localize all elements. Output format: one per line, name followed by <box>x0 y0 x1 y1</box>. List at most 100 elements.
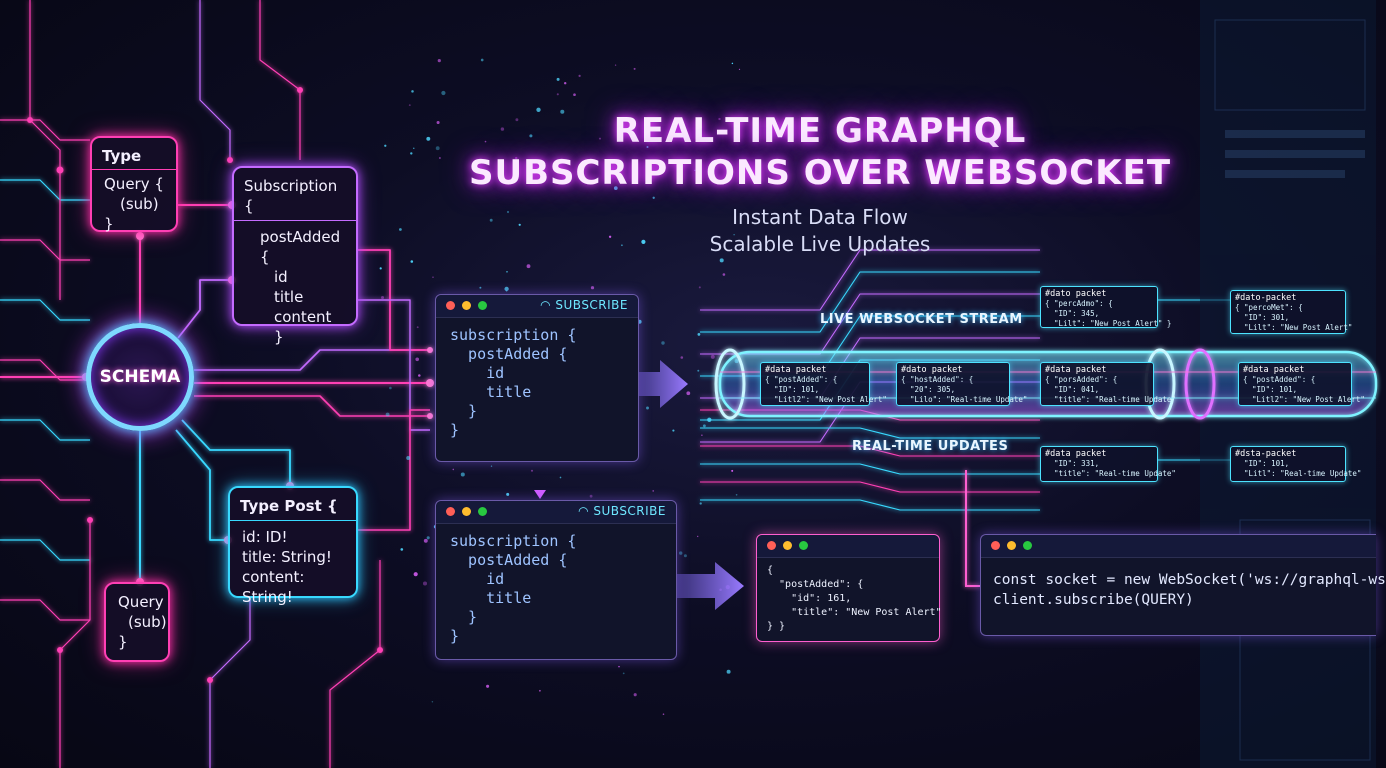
particle <box>633 67 636 70</box>
circuit-node <box>27 117 33 123</box>
query-line: Query <box>118 593 164 611</box>
particle <box>731 469 734 472</box>
particle <box>697 369 700 372</box>
particle <box>410 260 414 263</box>
close-dot-icon[interactable] <box>446 507 455 516</box>
window-titlebar: ◠ SUBSCRIBE <box>436 501 676 524</box>
particle <box>578 74 581 78</box>
circuit-trace <box>0 599 90 621</box>
particle <box>415 357 420 362</box>
circuit-node <box>427 347 433 353</box>
maximize-dot-icon[interactable] <box>478 507 487 516</box>
particle <box>646 406 649 410</box>
particle <box>633 693 637 697</box>
particle <box>432 276 434 278</box>
json-line: } } <box>767 621 786 632</box>
particle <box>613 186 618 190</box>
minimize-dot-icon[interactable] <box>783 541 792 550</box>
live-stream-label: LIVE WEBSOCKET STREAM <box>820 312 1023 327</box>
particle <box>489 218 493 222</box>
query-line: (sub) <box>128 613 167 631</box>
particle <box>672 429 675 432</box>
particle <box>680 356 684 359</box>
subscription-code: subscription { postAdded { id title }} <box>436 318 638 448</box>
particle <box>697 535 699 538</box>
particle <box>679 551 683 555</box>
circuit-trace <box>700 481 1040 493</box>
particle <box>710 354 715 359</box>
particle <box>506 210 510 214</box>
maximize-dot-icon[interactable] <box>478 301 487 310</box>
circuit-trace <box>259 0 301 160</box>
particle <box>504 286 509 292</box>
particle <box>589 494 593 498</box>
circuit-trace <box>700 427 1040 439</box>
particle <box>500 127 505 131</box>
close-dot-icon[interactable] <box>446 301 455 310</box>
particle <box>460 472 465 477</box>
data-packet: #data packet{ "postAdded": { "ID": 101, … <box>760 362 887 406</box>
json-line: "postAdded": { <box>767 579 864 590</box>
particle <box>436 120 440 125</box>
circuit-trace <box>199 0 231 160</box>
code-line: subscription { <box>450 326 577 344</box>
subscription-header: Subscription { <box>234 176 356 221</box>
subtitle-line-1: Instant Data Flow <box>732 205 908 229</box>
particle <box>539 689 541 692</box>
particle <box>598 137 602 140</box>
particle <box>702 424 706 428</box>
particle <box>573 93 576 97</box>
circuit-trace <box>0 179 90 201</box>
particle <box>526 264 531 269</box>
circuit-trace <box>700 463 1040 475</box>
minimize-dot-icon[interactable] <box>462 507 471 516</box>
particle <box>389 386 392 390</box>
subscription-line: content <box>274 308 332 326</box>
particle <box>379 267 382 270</box>
particle <box>701 434 703 436</box>
circuit-trace <box>329 560 381 768</box>
circuit-node <box>427 413 433 419</box>
particle <box>439 157 441 159</box>
subscription-line: } <box>274 328 284 346</box>
particle <box>479 286 482 289</box>
minimize-dot-icon[interactable] <box>462 301 471 310</box>
data-packet: #dsta-packet "ID": 101, "Litl": "Real-ti… <box>1230 446 1361 482</box>
circuit-trace <box>700 271 1040 333</box>
minimize-dot-icon[interactable] <box>1007 541 1016 550</box>
circuit-trace <box>358 409 430 531</box>
close-dot-icon[interactable] <box>767 541 776 550</box>
realtime-updates-label: REAL-TIME UPDATES <box>852 439 1009 454</box>
particle <box>484 162 486 164</box>
code-line: title <box>450 589 532 607</box>
circuit-trace <box>29 0 61 300</box>
particle <box>622 672 625 675</box>
code-line: postAdded { <box>450 345 568 363</box>
particle <box>484 140 487 143</box>
particle <box>559 476 562 479</box>
maximize-dot-icon[interactable] <box>1023 541 1032 550</box>
particle <box>480 58 484 62</box>
particle <box>710 169 713 172</box>
particle <box>411 90 414 93</box>
circuit-trace <box>194 395 430 417</box>
query-line: } <box>118 633 128 651</box>
circuit-trace <box>194 349 430 371</box>
particle <box>699 502 702 505</box>
json-line: "id": 161, <box>767 593 852 604</box>
particle <box>733 234 735 236</box>
circuit-node <box>57 647 63 653</box>
type-post-field: id: ID! <box>242 528 288 546</box>
particle <box>530 469 534 472</box>
maximize-dot-icon[interactable] <box>799 541 808 550</box>
code-line: } <box>450 608 478 626</box>
client-code: const socket = new WebSocket('ws://graph… <box>981 558 1386 622</box>
subscribe-badge: ◠ SUBSCRIBE <box>578 504 666 518</box>
code-line: } <box>450 421 460 439</box>
circuit-node <box>377 647 383 653</box>
client-code-window: const socket = new WebSocket('ws://graph… <box>980 534 1386 636</box>
particle <box>399 228 402 231</box>
close-dot-icon[interactable] <box>991 541 1000 550</box>
code-line: id <box>450 364 505 382</box>
particle <box>431 701 434 703</box>
